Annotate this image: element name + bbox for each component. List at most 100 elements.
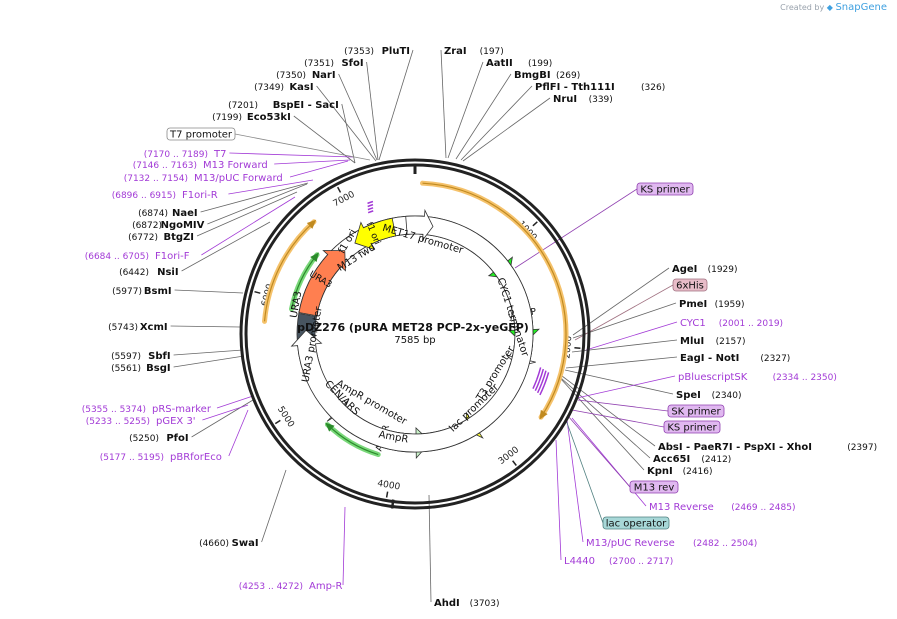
primer-range: (6684 .. 6705) <box>85 252 149 262</box>
feature-box[interactable] <box>636 182 694 196</box>
feature-box[interactable] <box>629 480 679 494</box>
enzyme-site-name[interactable]: NsiI <box>157 267 178 278</box>
primer-name[interactable]: T7 <box>213 149 226 160</box>
enzyme-site-position: (1929) <box>708 265 738 275</box>
primer-name[interactable]: pGEX 3' <box>156 416 196 427</box>
leader-line <box>216 395 254 409</box>
enzyme-site-name[interactable]: AbsI - PaeR7I - PspXI - XhoI <box>658 442 812 453</box>
primer-mark <box>532 379 538 389</box>
feature-box[interactable] <box>667 404 725 418</box>
enzyme-site-name[interactable]: BsmI <box>144 286 172 297</box>
enzyme-site-position: (2416) <box>683 467 713 477</box>
feature-f1-ori <box>354 217 397 251</box>
enzyme-site-name[interactable]: ZraI <box>444 46 467 57</box>
tick-7000 <box>337 186 342 193</box>
enzyme-site-name[interactable]: MluI <box>680 336 704 347</box>
enzyme-site-name[interactable]: AgeI <box>672 264 697 275</box>
enzyme-site-position: (2157) <box>716 337 746 347</box>
feature-box[interactable] <box>602 516 670 530</box>
enzyme-site-name[interactable]: PflFI - Tth111I <box>535 82 615 93</box>
enzyme-site-name[interactable]: AhdI <box>434 598 460 609</box>
enzyme-site-name[interactable]: PfoI <box>166 433 188 444</box>
enzyme-site-name[interactable]: SbfI <box>148 351 170 362</box>
created-by-text: Created by <box>780 3 825 12</box>
feature-box-label: KS primer <box>667 423 717 434</box>
primer-name[interactable]: Amp-R <box>309 581 343 592</box>
enzyme-site-name[interactable]: NgoMIV <box>161 220 205 231</box>
leader-line <box>341 103 356 164</box>
snapgene-icon: ◆ <box>826 3 833 12</box>
feature-box[interactable] <box>166 127 236 141</box>
leader-line <box>342 506 346 586</box>
enzyme-site-name[interactable]: BmgBI <box>514 70 551 81</box>
arc-arrowhead <box>306 219 317 229</box>
enzyme-site-name[interactable]: NaeI <box>172 208 198 219</box>
leader-line <box>560 377 651 459</box>
enzyme-site-position: (5977) <box>112 287 142 297</box>
outer-annotation-arcs <box>262 180 569 458</box>
feature-box[interactable] <box>672 278 708 292</box>
plasmid-backbone <box>239 158 591 510</box>
enzyme-site-name[interactable]: SwaI <box>232 538 259 549</box>
tick-label: 3000 <box>497 445 521 467</box>
primer-name[interactable]: F1ori-F <box>155 251 190 262</box>
enzyme-site-name[interactable]: PluTI <box>382 46 410 57</box>
enzyme-site-name[interactable]: XcmI <box>140 322 168 333</box>
primer-mark <box>367 210 374 214</box>
arc-line <box>263 221 315 322</box>
primer-mark <box>367 203 374 208</box>
enzyme-site-name[interactable]: BsgI <box>146 363 170 374</box>
enzyme-site-name[interactable]: SpeI <box>676 390 701 401</box>
enzyme-site-name[interactable]: AatII <box>486 58 513 69</box>
leader-line <box>191 399 254 438</box>
feature-arrows: GFPyeGFPoriAmpRURA3f1 ori <box>290 200 550 460</box>
primer-mark <box>536 383 543 394</box>
enzyme-site-position: (5561) <box>111 364 141 374</box>
enzyme-site-name[interactable]: SfoI <box>341 58 363 69</box>
tick-label: 4000 <box>377 479 402 493</box>
feature-box[interactable] <box>663 420 721 434</box>
enzyme-site-name[interactable]: BspEI - SacI <box>273 100 339 111</box>
leader-line <box>201 196 296 256</box>
enzyme-site-position: (7350) <box>276 71 306 81</box>
enzyme-site-position: (269) <box>556 71 580 81</box>
enzyme-site-name[interactable]: BtgZI <box>163 232 194 243</box>
enzyme-site-name[interactable]: NruI <box>553 94 577 105</box>
primer-name[interactable]: M13/pUC Forward <box>194 173 283 184</box>
primer-name[interactable]: F1ori-R <box>182 190 218 201</box>
tick-4000-major <box>390 499 395 509</box>
primer-range: (4253 .. 4272) <box>239 582 303 592</box>
primer-name[interactable]: M13 Reverse <box>649 502 714 513</box>
enzyme-site-name[interactable]: NarI <box>312 70 336 81</box>
primer-range: (7132 .. 7154) <box>124 174 188 184</box>
primer-name[interactable]: L4440 <box>564 556 595 567</box>
leader-line <box>207 183 308 225</box>
enzyme-site-name[interactable]: KpnI <box>647 466 673 477</box>
feature-box-label: SK primer <box>671 407 721 418</box>
arc-arrowhead <box>539 409 548 420</box>
leader-line <box>234 133 371 161</box>
tick-6000 <box>254 290 261 294</box>
enzyme-site-name[interactable]: Acc65I <box>653 454 690 465</box>
feature-box-label: lac operator <box>606 519 667 530</box>
enzyme-site-name[interactable]: KasI <box>289 82 313 93</box>
primer-name[interactable]: pRS-marker <box>152 404 212 415</box>
enzyme-site-name[interactable]: EagI - NotI <box>680 353 739 364</box>
primer-name[interactable]: pBRforEco <box>170 452 222 463</box>
enzyme-site-name[interactable]: PmeI <box>679 299 707 310</box>
enzyme-site-name[interactable]: Eco53kI <box>247 112 291 123</box>
leader-line <box>462 97 551 162</box>
primer-name[interactable]: CYC1 <box>680 318 706 329</box>
enzyme-site-position: (7353) <box>344 47 374 57</box>
primer-range: (5233 .. 5255) <box>86 417 150 427</box>
leader-line <box>567 415 631 488</box>
feature-MET17-promoter <box>405 208 434 242</box>
primer-name[interactable]: M13 Forward <box>203 160 268 171</box>
primer-name[interactable]: M13/pUC Reverse <box>586 538 675 549</box>
leader-line <box>574 284 674 341</box>
enzyme-site-position: (2397) <box>847 443 877 453</box>
leader-line <box>576 375 676 399</box>
leader-line <box>447 61 484 159</box>
primer-name[interactable]: pBluescriptSK <box>678 372 748 383</box>
